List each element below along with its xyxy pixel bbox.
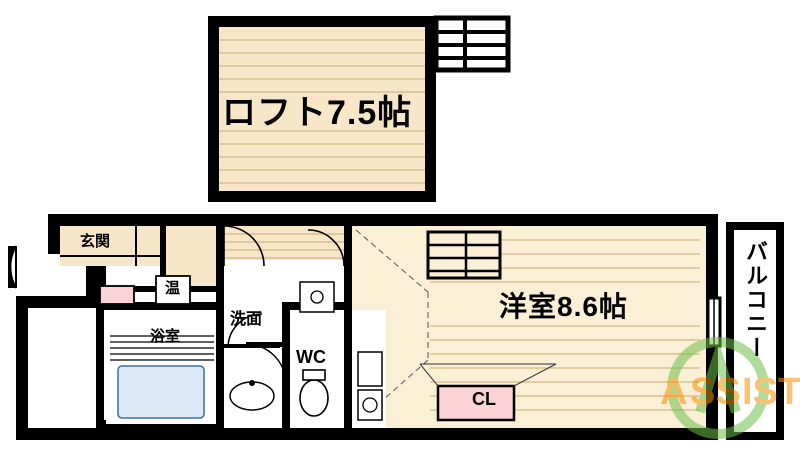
room-label-entrance: 玄関: [80, 233, 111, 250]
room-label-loft: ロフト7.5帖: [222, 94, 413, 132]
svg-text:SS: SS: [690, 371, 741, 413]
room-label-toilet: WC: [296, 347, 326, 367]
svg-text:A: A: [660, 371, 687, 413]
room-label-washstand: 洗面: [230, 311, 263, 328]
main-floor: [8, 214, 722, 440]
room-label-balcony: バルコニー: [743, 240, 768, 360]
label-water-heater: 温: [165, 280, 181, 297]
loft-block: [208, 15, 511, 202]
svg-text:IST: IST: [742, 371, 800, 413]
room-label-bathroom: 浴室: [150, 328, 181, 345]
watermark: A SS IST: [660, 337, 800, 439]
room-label-closet: CL: [472, 389, 496, 409]
room-label-western-room: 洋室8.6帖: [499, 291, 628, 322]
entry-door: [8, 245, 17, 289]
